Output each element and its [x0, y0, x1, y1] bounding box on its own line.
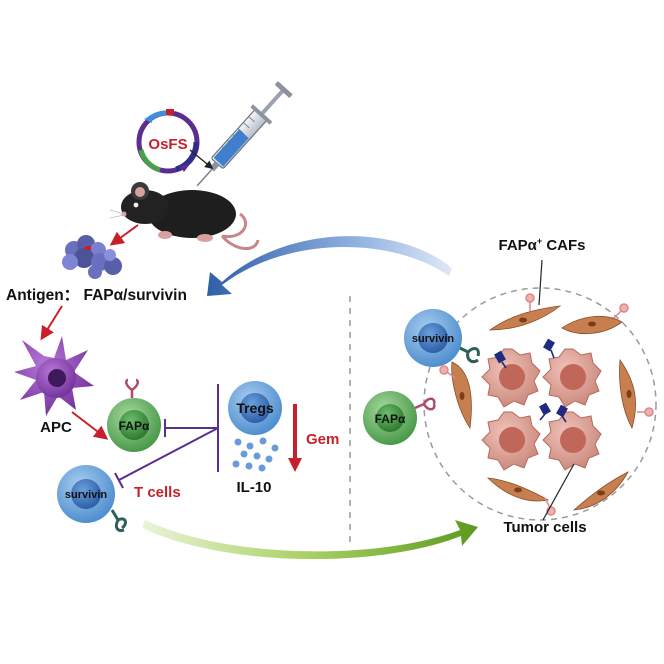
inhibition-lines — [114, 384, 219, 489]
fap-t-cell — [107, 378, 161, 452]
survivin-cell-label: survivin — [65, 489, 107, 501]
fap-cell-label: FAPα — [119, 419, 150, 433]
fap-markers — [439, 293, 654, 516]
syringe-icon — [196, 81, 293, 187]
right-survivin-t-cell — [404, 309, 480, 367]
tregs-label: Tregs — [236, 400, 274, 416]
il10-molecules — [232, 437, 279, 472]
tumor-cells — [481, 348, 602, 471]
right-fap-label: FAPα — [375, 412, 406, 426]
mouse-icon — [109, 182, 260, 250]
survivin-t-cell — [57, 465, 127, 532]
antigen-to-apc-arrow — [40, 305, 63, 341]
apc-cell — [14, 336, 94, 416]
gem-down-arrow — [288, 404, 302, 472]
plasmid-icon — [136, 109, 200, 174]
apc-to-tcell-arrow — [71, 411, 109, 440]
antigen-label: Antigen： FAPα/survivin — [6, 287, 187, 304]
il10-label: IL-10 — [236, 479, 271, 496]
t-cells-label: T cells — [134, 484, 181, 501]
tumor-pointer — [542, 463, 575, 521]
cafs-label: FAPα+ CAFs — [498, 236, 585, 254]
mouse-to-antigen-arrow — [109, 224, 139, 246]
injection-arrow — [189, 149, 214, 170]
tumor-cells-label: Tumor cells — [503, 519, 586, 536]
protein-icon — [62, 235, 122, 279]
right-fap-t-cell — [363, 391, 436, 445]
gem-label: Gem — [306, 431, 339, 448]
right-survivin-label: survivin — [412, 333, 454, 345]
return-arrow — [207, 236, 452, 296]
cafs-pointer — [538, 259, 543, 306]
apc-label: APC — [40, 419, 72, 436]
plasmid-label: OsFS — [148, 136, 187, 153]
treg-cell — [228, 381, 282, 435]
forward-arrow — [142, 520, 478, 560]
survivin-markers — [494, 338, 568, 418]
